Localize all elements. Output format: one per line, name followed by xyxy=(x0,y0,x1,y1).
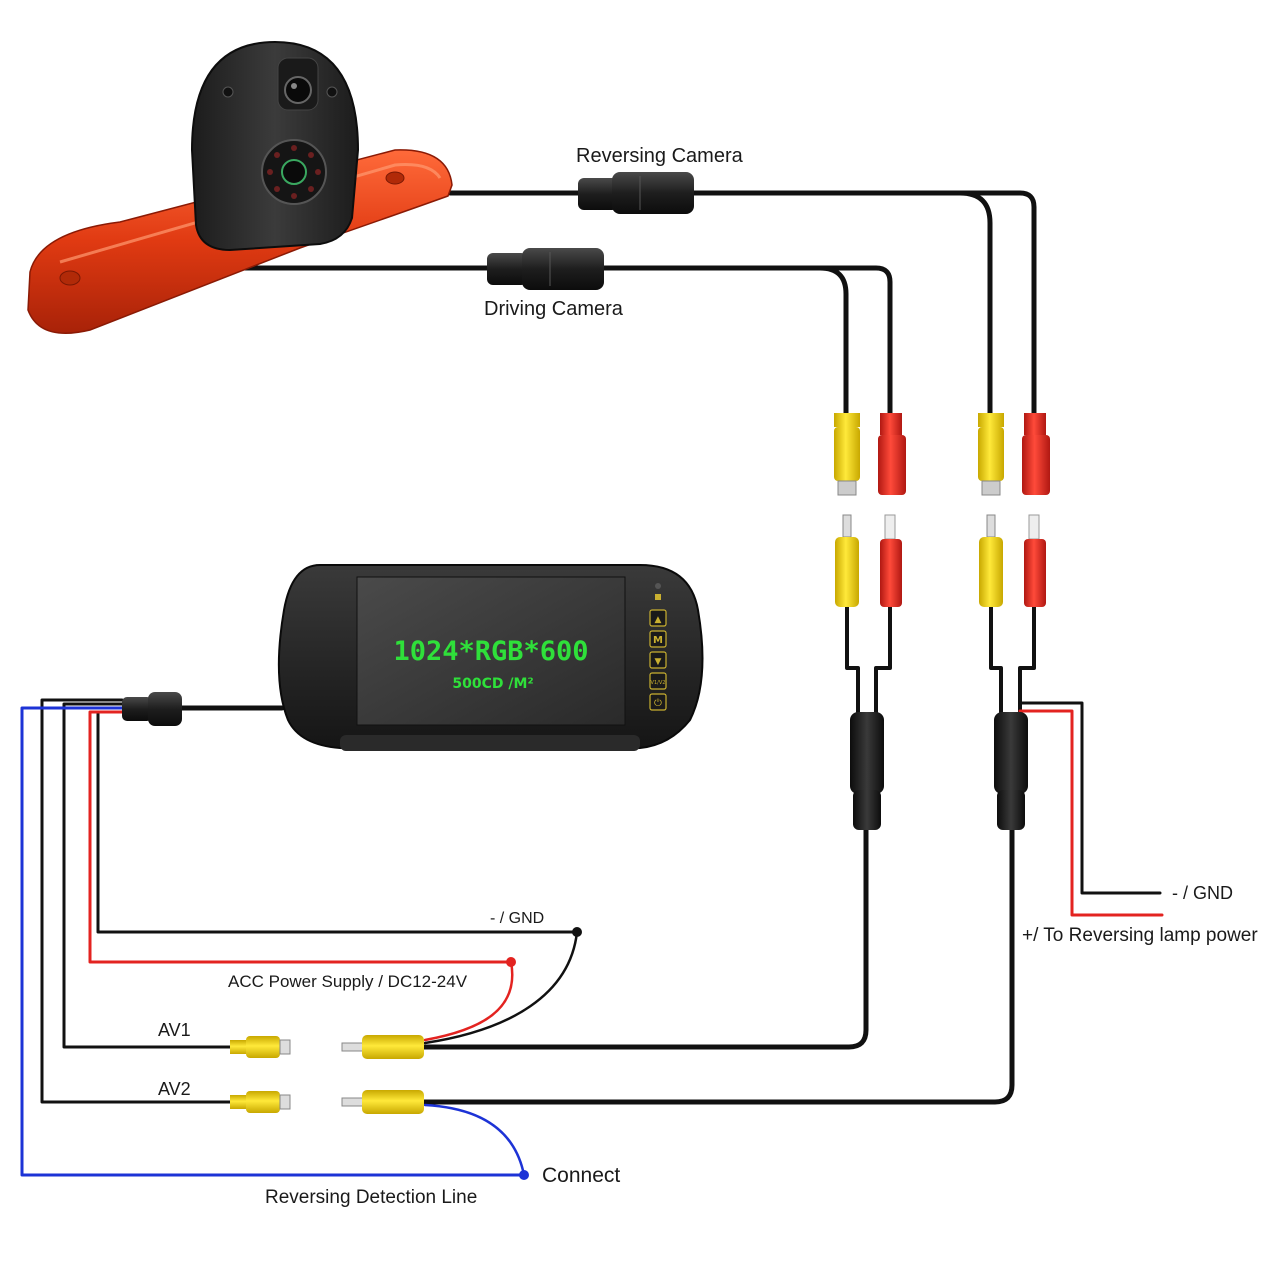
av1-male-rca xyxy=(341,1035,424,1059)
harness-acc-wire xyxy=(88,710,513,964)
av1-female-rca xyxy=(230,1036,291,1058)
reversing-power-male-dc xyxy=(1024,514,1046,607)
driving-lens-glint xyxy=(291,83,297,89)
driving-video-to-av1 xyxy=(419,827,869,1050)
driving-lens xyxy=(284,76,312,104)
monitor-sensor-dot xyxy=(655,583,661,589)
camera-screw-left xyxy=(222,86,234,98)
right-gnd-wire xyxy=(1018,701,1162,895)
reversing-lens xyxy=(281,159,307,185)
screen-resolution-text: 1024*RGB*600 xyxy=(393,636,588,667)
monitor-harness-connector xyxy=(122,692,182,726)
monitor-buttons: ▲ M ▼ V1/V2 ⏻ xyxy=(649,609,667,711)
housing-highlight xyxy=(59,163,442,264)
monitor-button-menu[interactable] xyxy=(649,630,667,648)
reversing-adapter-branch xyxy=(989,603,1036,714)
camera-screw-right xyxy=(326,86,338,98)
reversing-camera-cable xyxy=(447,190,1037,423)
driving-video-male-rca xyxy=(835,514,859,607)
monitor-bottom-lip xyxy=(340,735,640,751)
right-power-wire xyxy=(1018,709,1164,917)
monitor-button-power[interactable] xyxy=(649,693,667,711)
labels: Reversing Camera Driving Camera - / GND … xyxy=(158,145,1258,1208)
harness-av2-wire xyxy=(40,698,232,1104)
driving-video-female-rca xyxy=(834,413,860,496)
connect-label: Connect xyxy=(542,1164,620,1187)
gnd-junction-dot xyxy=(572,927,582,937)
monitor-indicator xyxy=(655,594,661,600)
av1-label: AV1 xyxy=(158,1020,191,1040)
driving-camera-cable xyxy=(237,265,893,423)
driving-camera-label: Driving Camera xyxy=(484,298,624,320)
gnd-tap-to-camera xyxy=(423,930,579,1045)
connect-junction-dot xyxy=(519,1170,529,1180)
driving-adapter-branch xyxy=(845,603,892,714)
reversing-camera-branch-video xyxy=(957,190,993,423)
acc-power-label: ACC Power Supply / DC12-24V xyxy=(228,972,468,991)
reversing-video-male-rca xyxy=(979,514,1003,607)
monitor-button-menu-label: M xyxy=(653,635,663,646)
reversing-adapter-plug xyxy=(994,712,1028,830)
housing-mount-hole-right xyxy=(385,171,405,185)
mirror-monitor: 1024*RGB*600 500CD /M² ▲ M ▼ V1/V2 ⏻ xyxy=(277,564,704,751)
monitor-button-source-label: V1/V2 xyxy=(651,680,666,686)
right-gnd-label: - / GND xyxy=(1172,883,1233,903)
driving-power-female-dc xyxy=(878,413,906,495)
harness-reversing-detection-wire xyxy=(20,706,526,1177)
ir-leds xyxy=(267,145,321,199)
reversing-camera-connector xyxy=(578,172,694,214)
reversing-video-to-av2 xyxy=(419,827,1015,1105)
harness-av1-wire xyxy=(62,702,232,1049)
left-gnd-label: - / GND xyxy=(490,910,544,927)
reversing-power-female-dc xyxy=(1022,413,1050,495)
reversing-lamp-label: +/ To Reversing lamp power xyxy=(1022,925,1258,946)
connect-to-av2 xyxy=(423,1103,526,1177)
acc-junction-dot xyxy=(506,957,516,967)
driving-power-male-dc xyxy=(880,514,902,607)
wires xyxy=(20,190,1164,1177)
monitor-button-source[interactable] xyxy=(649,672,667,690)
driving-camera-branch-video xyxy=(817,265,849,423)
reversing-video-female-rca xyxy=(978,413,1004,496)
driving-adapter-plug xyxy=(850,712,884,830)
monitor-button-up[interactable] xyxy=(649,609,667,627)
reversing-detection-label: Reversing Detection Line xyxy=(265,1187,477,1208)
monitor-button-down[interactable] xyxy=(649,651,667,669)
driving-camera-connector xyxy=(487,248,604,290)
av2-male-rca xyxy=(341,1090,424,1114)
monitor-button-power-label: ⏻ xyxy=(654,698,662,709)
screen-brightness-text: 500CD /M² xyxy=(452,676,533,692)
monitor-button-down-label: ▼ xyxy=(655,657,662,667)
av2-label: AV2 xyxy=(158,1079,191,1099)
acc-tap-to-camera xyxy=(423,960,514,1042)
av2-female-rca xyxy=(230,1091,291,1113)
reversing-camera-label: Reversing Camera xyxy=(576,145,744,167)
monitor-button-up-label: ▲ xyxy=(655,615,662,625)
housing-mount-hole-left xyxy=(59,270,81,286)
camera-unit xyxy=(27,40,453,334)
monitor-screen xyxy=(356,576,626,726)
